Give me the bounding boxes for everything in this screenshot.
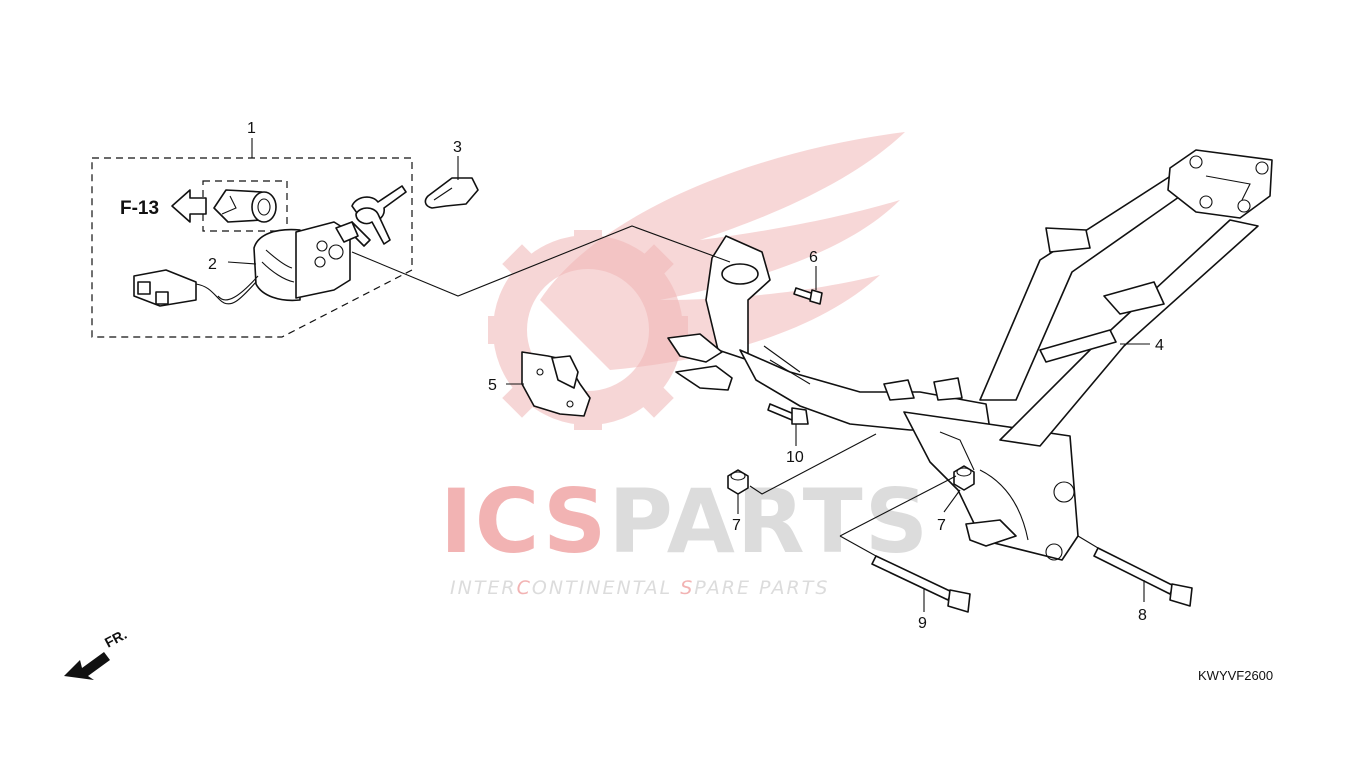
watermark-tagline-part: PARE PARTS	[694, 577, 829, 599]
leader-bolt8-axis	[1077, 535, 1099, 549]
watermark-tagline: INTERCONTINENTAL SPARE PARTS	[450, 577, 829, 599]
watermark-tagline-part: S	[680, 577, 694, 599]
leader-bolt9-to-frame	[839, 475, 957, 537]
ignition-keys-part	[335, 185, 407, 247]
leader-bolt9-axis	[839, 535, 877, 557]
callout-3: 3	[453, 139, 462, 156]
callout-10: 10	[786, 449, 804, 466]
key-blank-part	[424, 177, 479, 209]
leader-2	[227, 261, 257, 265]
callout-2: 2	[208, 256, 217, 273]
leader-nut-to-frame	[749, 433, 877, 495]
key-cylinder-part	[213, 189, 277, 223]
assembly-dashed-outline	[91, 157, 413, 338]
callout-6: 6	[809, 249, 818, 266]
leader-lines	[227, 138, 1150, 612]
ignition-switch-part	[133, 221, 351, 307]
callout-4: 4	[1155, 337, 1164, 354]
watermark-brand-gray: PARTS	[608, 470, 930, 573]
watermark-tagline-part: C	[517, 577, 532, 599]
callout-1: 1	[247, 120, 256, 137]
watermark-tagline-part: INTER	[450, 577, 517, 599]
small-bolt-part	[793, 287, 823, 305]
callout-7-right: 7	[937, 517, 946, 534]
callout-7-left: 7	[732, 517, 741, 534]
callout-5: 5	[488, 377, 497, 394]
callout-8: 8	[1138, 607, 1147, 624]
leader-7b	[943, 489, 961, 513]
nut-part-left	[727, 469, 749, 495]
long-bolt-part-8	[1093, 547, 1193, 607]
long-bolt-part-9	[871, 555, 971, 613]
callout-9: 9	[918, 615, 927, 632]
watermark-brand: ICSPARTS	[440, 470, 930, 573]
watermark: ICSPARTS INTERCONTINENTAL SPARE PARTS	[440, 132, 930, 599]
bracket-part	[521, 351, 591, 417]
front-arrow-icon	[64, 652, 110, 680]
diagram-code: KWYVF2600	[1198, 668, 1273, 683]
watermark-tagline-part: ONTINENTAL	[532, 577, 680, 599]
reference-arrow: F-13	[120, 189, 207, 223]
nut-part-right	[953, 465, 975, 491]
reference-arrow-icon	[171, 189, 207, 223]
main-frame-part	[667, 149, 1273, 561]
callout-numbers: 1 2 3 4 5 6 7 7 8 9 10	[208, 120, 1164, 632]
leader-switch-to-headpipe	[351, 225, 731, 297]
watermark-brand-red: ICS	[440, 470, 608, 573]
flange-bolt-part	[767, 403, 809, 425]
front-label: FR.	[102, 626, 129, 651]
ignition-switch-group	[91, 157, 413, 338]
reference-label: F-13	[120, 198, 159, 219]
front-indicator: FR.	[64, 626, 129, 680]
